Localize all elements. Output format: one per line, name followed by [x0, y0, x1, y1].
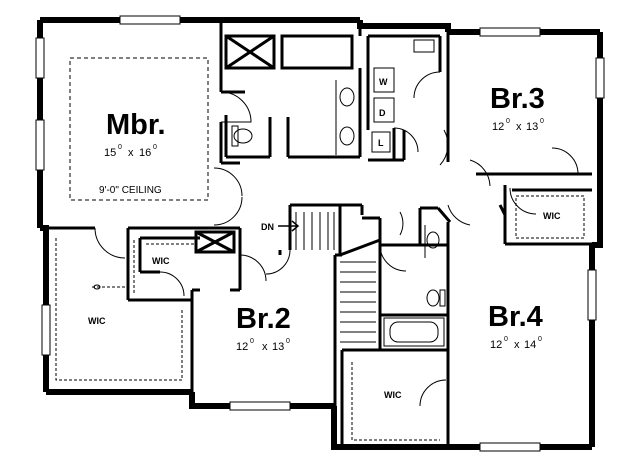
svg-text:15: 15 — [104, 147, 116, 159]
svg-text:0: 0 — [250, 338, 254, 345]
wic-mbr-large-label: WIC — [88, 316, 106, 326]
br2-name: Br.2 — [236, 303, 291, 335]
closet-shelving — [55, 195, 585, 441]
wic-mbr-small-label: WIC — [152, 256, 170, 266]
stair-down-arrow — [278, 220, 300, 232]
washer-label: W — [379, 77, 388, 87]
wic-br4-label: WIC — [384, 390, 402, 400]
fixtures — [92, 39, 446, 347]
dryer-label: D — [379, 108, 386, 118]
mbr-dimensions: 15 0 x 16 0 — [104, 144, 157, 159]
svg-text:x: x — [514, 339, 520, 351]
svg-text:12: 12 — [492, 121, 504, 133]
svg-text:x: x — [128, 147, 134, 159]
br3-name: Br.3 — [490, 83, 545, 115]
mbr-name: Mbr. — [106, 109, 166, 141]
svg-text:0: 0 — [286, 338, 290, 345]
svg-text:12: 12 — [236, 341, 248, 353]
stair-down-label: DN — [261, 222, 274, 232]
svg-text:13: 13 — [526, 121, 538, 133]
br2-dimensions: 12 0 x 13 0 — [236, 338, 290, 353]
svg-text:0: 0 — [504, 336, 508, 343]
svg-text:x: x — [516, 121, 522, 133]
svg-text:0: 0 — [538, 336, 542, 343]
svg-text:0: 0 — [153, 144, 157, 151]
door-swings — [94, 71, 579, 407]
svg-text:0: 0 — [506, 118, 510, 125]
br4-name: Br.4 — [488, 301, 543, 333]
svg-text:16: 16 — [139, 147, 151, 159]
interior-walls — [46, 20, 592, 448]
br4-dimensions: 12 0 x 14 0 — [490, 336, 542, 351]
svg-text:0: 0 — [540, 118, 544, 125]
svg-text:0: 0 — [118, 144, 122, 151]
mbr-ceiling-note: 9'-0" CEILING — [99, 185, 162, 196]
svg-text:x: x — [262, 341, 268, 353]
br3-dimensions: 12 0 x 13 0 — [492, 118, 544, 133]
windows — [35, 15, 605, 452]
svg-text:12: 12 — [490, 339, 502, 351]
svg-text:13: 13 — [272, 341, 284, 353]
svg-text:14: 14 — [524, 339, 536, 351]
linen-label: L — [378, 138, 384, 148]
wic-br3-label: WIC — [543, 211, 561, 221]
